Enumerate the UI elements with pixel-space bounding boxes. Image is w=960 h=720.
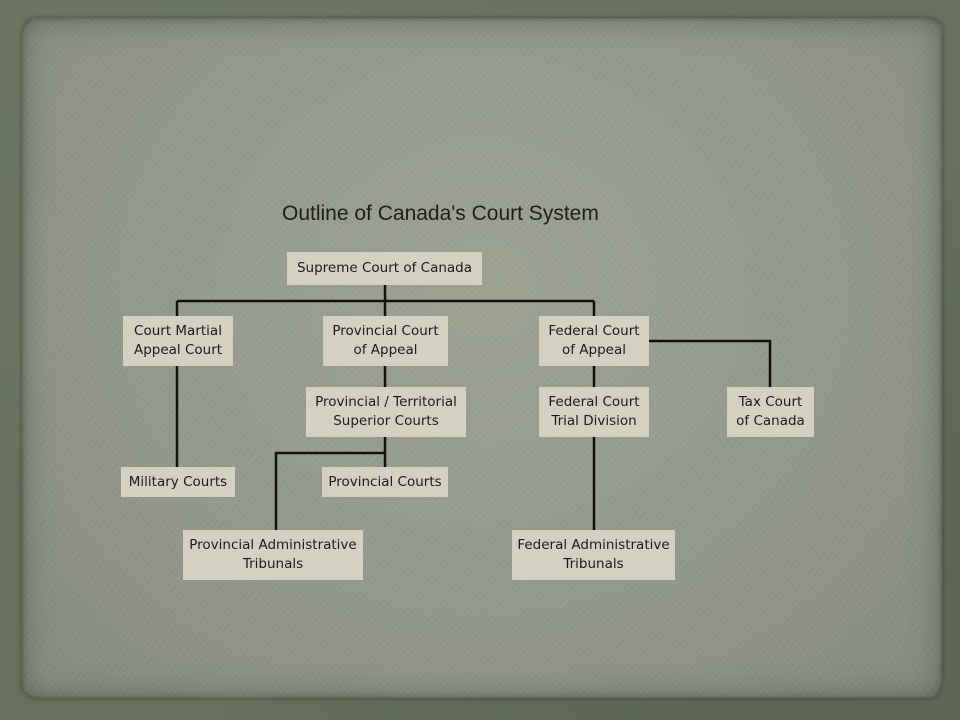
- node-federal-court-trial-division: Federal Court Trial Division: [539, 387, 649, 437]
- node-label: Superior Courts: [333, 413, 439, 429]
- node-label: Court Martial: [134, 323, 222, 339]
- edge-superior-provincial-admin: [274, 451, 385, 530]
- node-label: Federal Court: [548, 323, 640, 339]
- node-label: Tax Court: [738, 394, 803, 410]
- node-label: Military Courts: [128, 473, 228, 490]
- node-label: Appeal Court: [133, 342, 223, 358]
- node-label: Federal Court: [548, 394, 640, 410]
- node-provincial-courts: Provincial Courts: [322, 467, 448, 497]
- diagram-title: Outline of Canada's Court System: [282, 202, 599, 225]
- node-label: Tribunals: [242, 556, 304, 572]
- node-label: Provincial Court: [332, 323, 439, 339]
- node-label: of Canada: [736, 413, 805, 429]
- node-tax-court-of-canada: Tax Court of Canada: [727, 387, 814, 437]
- node-label: Supreme Court of Canada: [296, 260, 473, 276]
- edge-federal-appeal-tax: [648, 339, 772, 387]
- node-provincial-administrative-tribunals: Provincial Administrative Tribunals: [183, 530, 363, 580]
- node-federal-administrative-tribunals: Federal Administrative Tribunals: [512, 530, 675, 580]
- node-label: Trial Division: [551, 413, 637, 429]
- node-provincial-court-of-appeal: Provincial Court of Appeal: [323, 316, 448, 366]
- node-label: Tribunals: [563, 556, 624, 572]
- node-label: Provincial / Territorial: [315, 394, 457, 410]
- node-military-courts: Military Courts: [121, 467, 235, 497]
- node-label: of Appeal: [353, 342, 418, 358]
- node-court-martial-appeal: Court Martial Appeal Court: [123, 316, 233, 366]
- node-label: Provincial Administrative: [189, 537, 357, 553]
- node-label: Federal Administrative: [517, 537, 670, 553]
- node-federal-court-of-appeal: Federal Court of Appeal: [539, 316, 649, 366]
- node-label: of Appeal: [561, 342, 626, 358]
- node-provincial-superior-courts: Provincial / Territorial Superior Courts: [306, 387, 466, 437]
- node-label: Provincial Courts: [328, 473, 442, 490]
- node-supreme-court: Supreme Court of Canada: [287, 252, 482, 285]
